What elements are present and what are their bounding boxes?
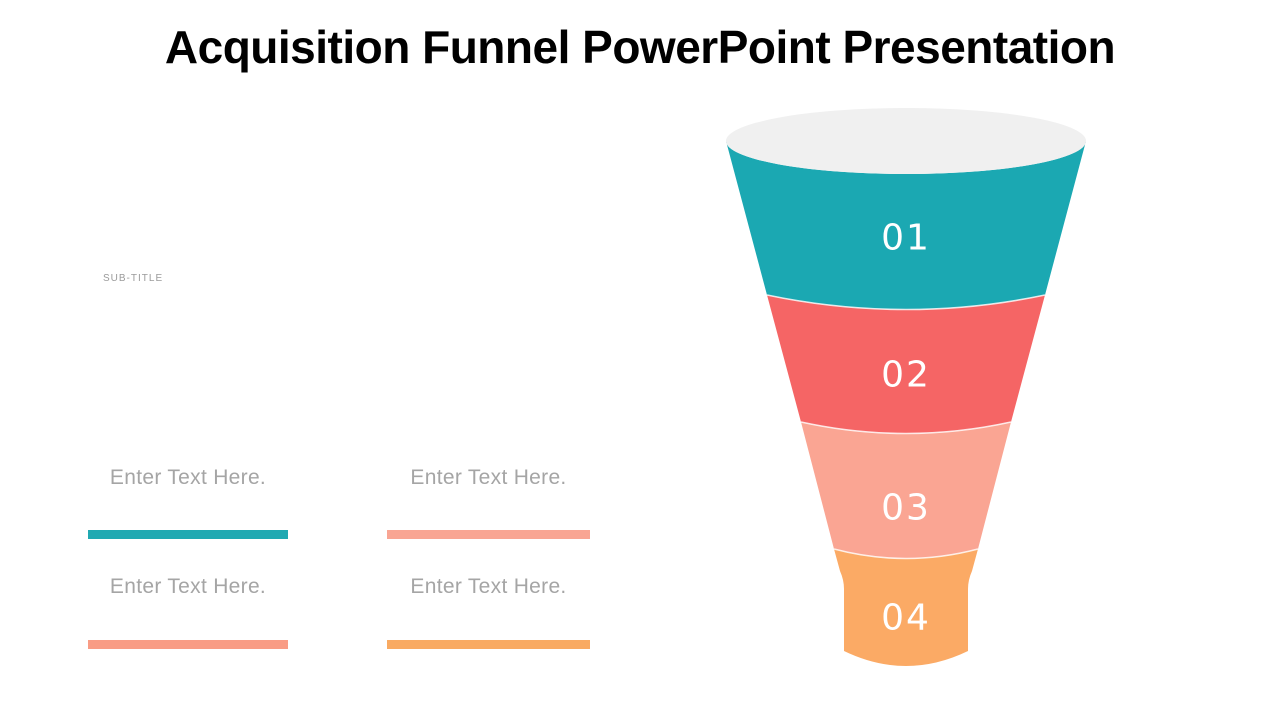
funnel-divider-3	[833, 548, 979, 560]
funnel-divider-1	[766, 294, 1046, 311]
underline-bar-pink	[387, 530, 590, 539]
funnel-segment-03[interactable]	[801, 422, 1011, 559]
funnel-segment-02[interactable]	[767, 295, 1045, 434]
funnel-divider-2	[800, 421, 1012, 435]
underline-bar-salmon	[88, 640, 288, 649]
text-placeholder-1[interactable]: Enter Text Here.	[109, 466, 267, 489]
slide-title[interactable]: Acquisition Funnel PowerPoint Presentati…	[164, 21, 1116, 73]
funnel-segment-label-02: 02	[881, 355, 931, 396]
text-placeholder-4[interactable]: Enter Text Here.	[410, 575, 567, 598]
funnel-top-ellipse	[726, 108, 1086, 174]
underline-bar-teal	[88, 530, 288, 539]
funnel-segment-label-01: 01	[881, 218, 931, 259]
funnel-segment-label-03: 03	[881, 488, 931, 529]
acquisition-funnel-diagram: 01 02 03 04	[700, 100, 1100, 680]
subtitle-label[interactable]: SUB-TITLE	[103, 273, 164, 284]
underline-bar-orange	[387, 640, 590, 649]
funnel-segment-01[interactable]	[726, 141, 1086, 310]
funnel-segment-04[interactable]	[834, 549, 978, 666]
text-placeholder-2[interactable]: Enter Text Here.	[410, 466, 567, 489]
funnel-segment-label-04: 04	[881, 598, 931, 639]
funnel-svg: 01 02 03 04	[726, 108, 1086, 666]
text-placeholder-3[interactable]: Enter Text Here.	[109, 575, 267, 598]
